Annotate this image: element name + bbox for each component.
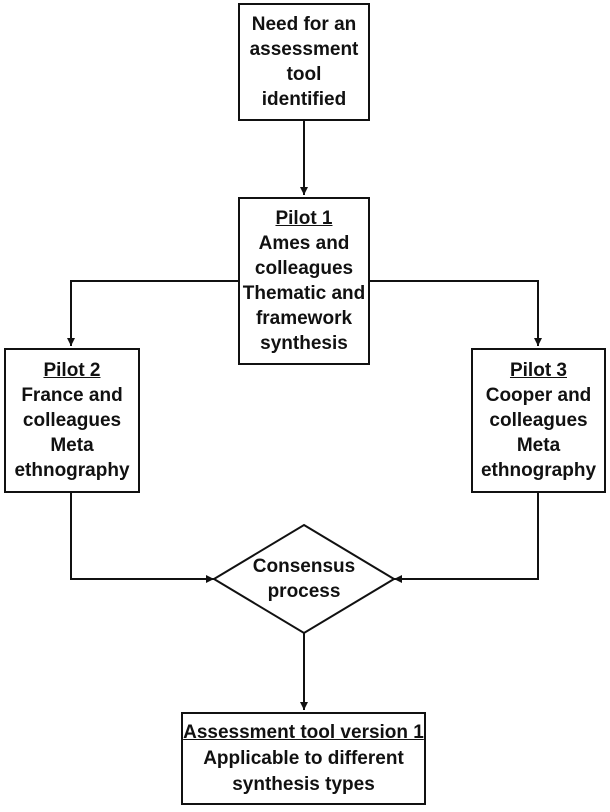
node-consensus-process: Consensus process <box>214 525 394 633</box>
node-line: Consensus <box>252 556 356 577</box>
edge-pilot1-to-pilot3 <box>370 280 542 346</box>
node-line: colleagues <box>22 410 122 431</box>
node-pilot-2: Pilot 2 France and colleagues Meta ethno… <box>4 348 140 493</box>
node-line: Need for an <box>251 14 357 35</box>
node-line: ethnography <box>480 460 597 481</box>
node-line: colleagues <box>254 258 354 279</box>
node-line: assessment <box>249 39 359 60</box>
node-line: identified <box>261 89 347 110</box>
node-pilot-1: Pilot 1 Ames and colleagues Thematic and… <box>238 197 370 365</box>
node-need-identified: Need for an assessment tool identified <box>238 3 370 121</box>
edge-pilot3-to-consensus <box>394 493 539 583</box>
edge-pilot2-to-consensus <box>70 493 214 583</box>
node-line: synthesis types <box>232 773 375 795</box>
edge-pilot1-to-pilot2 <box>67 280 238 346</box>
node-line: Meta <box>516 435 561 456</box>
node-line: process <box>267 581 341 602</box>
node-line: Meta <box>50 435 94 456</box>
node-heading: Pilot 2 <box>43 360 101 381</box>
node-line: ethnography <box>14 460 130 481</box>
node-assessment-tool: Assessment tool version 1 Applicable to … <box>181 712 426 805</box>
node-line: framework <box>255 308 353 329</box>
node-pilot-3: Pilot 3 Cooper and colleagues Meta ethno… <box>471 348 606 493</box>
node-line: Applicable to different <box>203 747 404 769</box>
node-line: France and <box>21 385 123 406</box>
node-line: Thematic and <box>242 283 366 304</box>
node-heading: Assessment tool version 1 <box>183 721 424 743</box>
node-line: tool <box>286 64 322 85</box>
node-heading: Pilot 1 <box>275 208 333 229</box>
node-line: Ames and <box>258 233 350 254</box>
node-line: Cooper and <box>485 385 592 406</box>
node-heading: Pilot 3 <box>509 360 567 381</box>
node-line: colleagues <box>489 410 588 431</box>
node-line: synthesis <box>260 333 348 354</box>
